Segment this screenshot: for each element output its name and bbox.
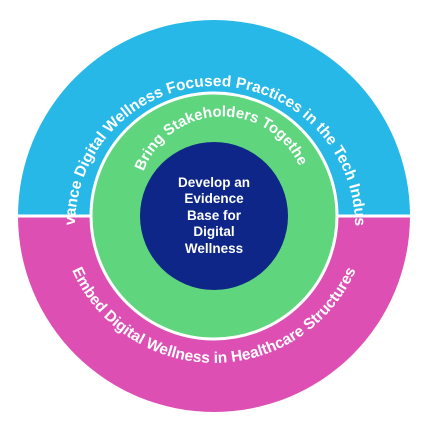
core-label-line-5: Wellness (184, 240, 244, 256)
core-label-line-2: Evidence (184, 191, 244, 207)
core-label: Develop an Evidence Base for Digital Wel… (164, 166, 264, 266)
core-circle (140, 142, 288, 290)
core-label-line-3: Base for (186, 207, 242, 223)
core-label-line-1: Develop an (177, 174, 251, 190)
core-label-line-4: Digital (193, 224, 235, 240)
